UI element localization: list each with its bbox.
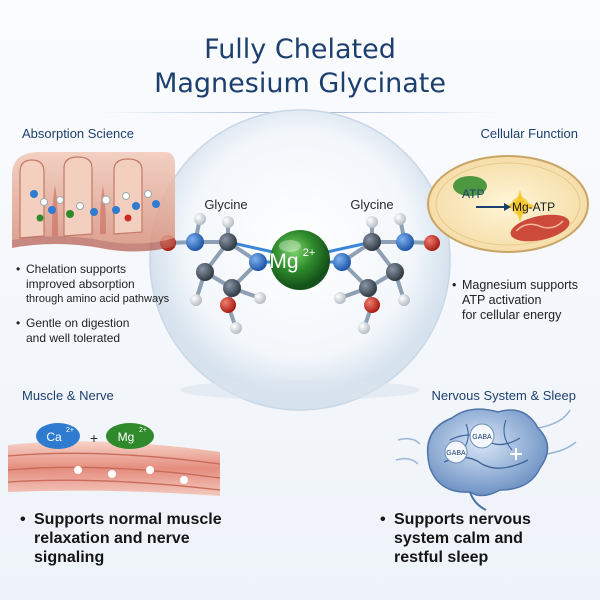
hydrogen-atom <box>358 322 370 334</box>
nervous-bullet-line-3: restful sleep <box>394 549 489 566</box>
hydrogen-atom <box>194 213 206 225</box>
glycine-right-label: Glycine <box>350 197 393 212</box>
nervous-heading: Nervous System & Sleep <box>431 388 576 403</box>
absorption-bullet-2: •Gentle on digestion and well tolerated <box>16 316 169 346</box>
absorption-bullet-2-line-1: Gentle on digestion <box>26 316 130 330</box>
mg-ion-small-label: Mg <box>118 430 135 444</box>
absorption-bullet-1: •Chelation supports improved absorption … <box>16 262 170 305</box>
hydrogen-atom <box>394 213 406 225</box>
absorption-heading: Absorption Science <box>22 126 135 141</box>
carbon-atom <box>196 263 214 281</box>
carbon-atom <box>223 279 241 297</box>
absorption-bullets: •Chelation supports improved absorption … <box>16 262 169 355</box>
muscle-bullets: •Supports normal muscle relaxation and n… <box>20 511 222 566</box>
glycine-left-label: Glycine <box>204 197 247 212</box>
cellular-bullet-line-2: ATP activation <box>462 293 542 307</box>
nervous-bullet-line-2: system calm and <box>394 530 523 547</box>
carbon-atom <box>359 279 377 297</box>
mg-atp-label: Mg-ATP <box>512 200 555 214</box>
hydrogen-atom <box>230 322 242 334</box>
glycine-right-molecule <box>333 213 440 334</box>
cellular-heading: Cellular Function <box>480 126 578 141</box>
muscle-bullet-line-2: relaxation and nerve <box>34 530 190 547</box>
cellular-bullet-line-3: for cellular energy <box>462 308 562 322</box>
brain-illustration: GABA GABA <box>395 408 577 511</box>
nitrogen-atom <box>186 233 204 251</box>
title-line-1: Fully Chelated <box>204 34 396 65</box>
muscle-illustration: Ca 2+ + Mg 2+ <box>7 423 221 496</box>
cell-illustration: ATP Mg-ATP <box>427 155 589 253</box>
muscle-heading: Muscle & Nerve <box>22 388 114 403</box>
hydrogen-atom <box>366 216 378 228</box>
oxygen-atom <box>424 235 440 251</box>
hydrogen-atom <box>222 216 234 228</box>
ion-plus-sign: + <box>90 430 98 446</box>
ca-ion-label: Ca <box>46 430 62 444</box>
title-line-2: Magnesium Glycinate <box>154 68 446 99</box>
cellular-bullet-line-1: Magnesium supports <box>462 278 579 292</box>
intestine-illustration <box>12 152 175 252</box>
ca-ion-charge: 2+ <box>66 427 74 434</box>
nitrogen-atom <box>396 233 414 251</box>
mg-ion-label: Mg <box>269 250 298 273</box>
gaba-label-1: GABA <box>472 434 492 441</box>
gaba-label-2: GABA <box>446 450 466 457</box>
nervous-bullet-line-1: Supports nervous <box>394 511 531 528</box>
absorption-bullet-1-line-3: through amino acid pathways <box>26 293 170 305</box>
absorption-bullet-2-line-2: and well tolerated <box>26 331 121 345</box>
oxygen-atom <box>220 297 236 313</box>
carbon-atom <box>219 233 237 251</box>
mg-ion-charge: 2+ <box>303 247 316 259</box>
muscle-bullet-line-1: Supports normal muscle <box>34 511 222 528</box>
hydrogen-atom <box>334 292 346 304</box>
nervous-bullets: •Supports nervous system calm and restfu… <box>380 511 531 566</box>
absorption-bullet-1-line-1: Chelation supports <box>26 262 127 276</box>
magnesium-ion: Mg 2+ <box>269 230 330 290</box>
cellular-bullets: •Magnesium supports ATP activation for c… <box>452 278 579 322</box>
nitrogen-atom <box>249 253 267 271</box>
absorption-bullet-1-line-2: improved absorption <box>26 277 135 291</box>
hydrogen-atom <box>254 292 266 304</box>
mg-ion-small-charge: 2+ <box>139 427 147 434</box>
nitrogen-atom <box>333 253 351 271</box>
atp-label: ATP <box>462 187 484 201</box>
carbon-atom <box>386 263 404 281</box>
hydrogen-atom <box>190 294 202 306</box>
oxygen-atom <box>364 297 380 313</box>
muscle-bullet-line-3: signaling <box>34 549 105 566</box>
hydrogen-atom <box>398 294 410 306</box>
carbon-atom <box>363 233 381 251</box>
